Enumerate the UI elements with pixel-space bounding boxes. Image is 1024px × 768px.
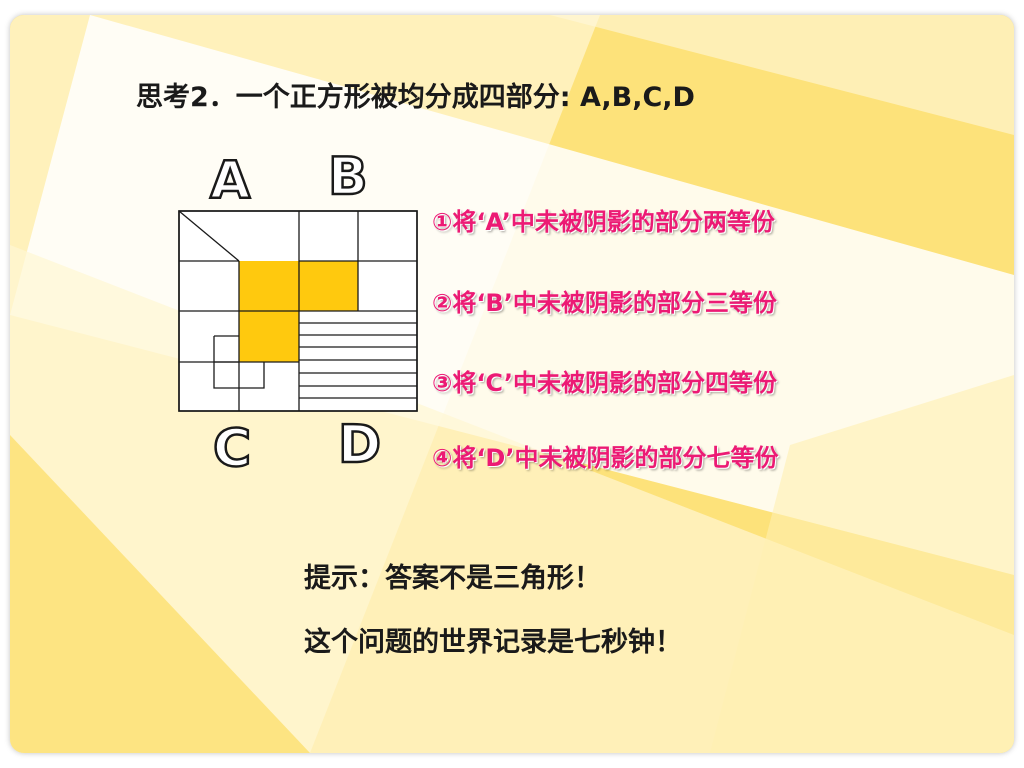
step-2: ②将‘B’中未被阴影的部分三等份 [432, 289, 777, 317]
slide: 思考2．一个正方形被均分成四部分: A,B,C,D A B C D [10, 15, 1014, 753]
label-d: D [337, 415, 383, 475]
step-3: ③将‘C’中未被阴影的部分四等份 [432, 369, 778, 397]
step-4: ④将‘D’中未被阴影的部分七等份 [432, 444, 779, 472]
square-division-figure [178, 210, 418, 412]
label-c: C [212, 419, 253, 479]
label-b: B [327, 147, 369, 207]
label-a: A [209, 151, 252, 211]
hint-text: 提示：答案不是三角形！ [304, 563, 601, 594]
page-title: 思考2．一个正方形被均分成四部分: A,B,C,D [136, 82, 695, 113]
record-text: 这个问题的世界记录是七秒钟！ [304, 627, 682, 658]
step-1: ①将‘A’中未被阴影的部分两等份 [432, 208, 775, 236]
